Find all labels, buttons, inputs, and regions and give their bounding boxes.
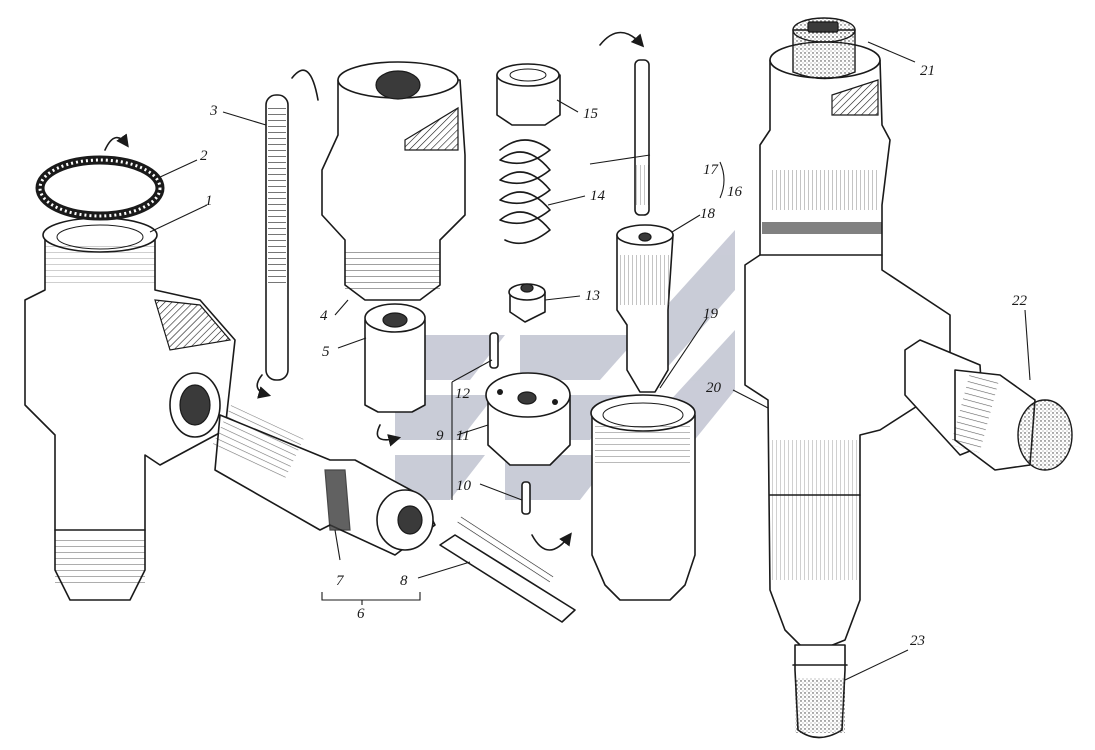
label-14: 14 [590, 188, 606, 204]
part-1-injector-body [24, 217, 236, 601]
label-6: 6 [357, 606, 365, 622]
label-8: 8 [400, 573, 408, 589]
label-4: 4 [320, 308, 328, 324]
label-7: 7 [336, 573, 345, 589]
label-5: 5 [322, 344, 330, 360]
label-1: 1 [205, 193, 213, 209]
part-2-sealing-ring [35, 133, 165, 221]
part-8-filter-rod [439, 515, 576, 623]
part-17-needle [599, 31, 650, 216]
part-22-side-fitting [904, 339, 1073, 471]
part-14-spring [499, 139, 551, 245]
part-12-pin [489, 332, 499, 369]
part-13-valve [508, 283, 546, 323]
label-10: 10 [456, 478, 472, 494]
part-21-top-cap [792, 17, 856, 80]
label-20: 20 [706, 380, 722, 396]
part-18-atomizer [616, 224, 674, 393]
label-22: 22 [1012, 293, 1028, 309]
label-15: 15 [583, 106, 599, 122]
label-9: 9 [436, 428, 444, 444]
part-19-nozzle-nut [531, 394, 696, 601]
part-4-cap-nut [321, 61, 466, 301]
part-labels: 2 1 3 4 5 15 14 13 17 16 18 19 12 9 11 1… [200, 63, 1028, 649]
part-10-pin [521, 481, 531, 515]
part-3-rod [256, 69, 319, 399]
label-13: 13 [585, 288, 600, 304]
label-11: 11 [456, 428, 470, 444]
label-3: 3 [209, 103, 218, 119]
part-15-bushing [496, 63, 561, 126]
label-12: 12 [455, 386, 471, 402]
label-18: 18 [700, 206, 716, 222]
label-23: 23 [910, 633, 925, 649]
label-21: 21 [920, 63, 935, 79]
label-19: 19 [703, 306, 719, 322]
part-7-fitting [212, 405, 436, 556]
part-23-bottom-tip [792, 644, 848, 739]
label-17: 17 [703, 162, 720, 178]
leader-lines [149, 41, 1031, 681]
part-5-small-nut [364, 303, 426, 447]
label-16: 16 [727, 184, 743, 200]
label-2: 2 [200, 148, 208, 164]
part-11-spacer [485, 372, 571, 466]
